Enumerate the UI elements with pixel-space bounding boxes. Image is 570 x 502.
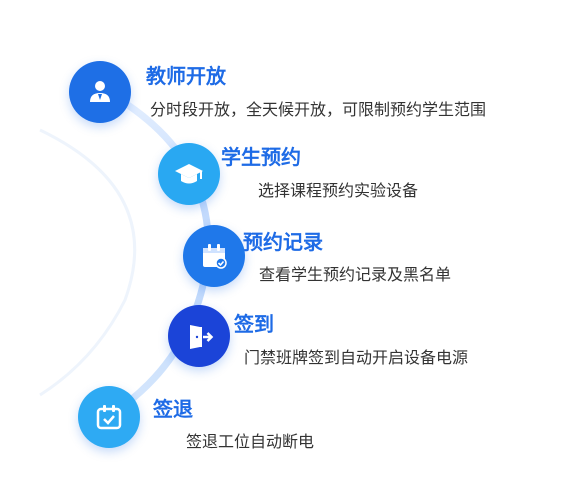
calendar-checked-icon xyxy=(96,405,122,430)
graduation-cap-icon xyxy=(175,164,203,184)
teacher-icon-badge xyxy=(69,61,131,123)
door-exit-icon xyxy=(190,325,214,349)
calendar-checked-icon-badge xyxy=(78,386,140,448)
door-exit-icon-badge xyxy=(168,305,230,367)
step-title: 签退 xyxy=(153,397,193,421)
step-description: 签退工位自动断电 xyxy=(186,432,315,451)
graduation-cap-icon-badge xyxy=(158,143,220,205)
calendar-check-icon xyxy=(203,244,227,269)
step-title: 预约记录 xyxy=(243,230,323,254)
calendar-check-icon-badge xyxy=(183,225,245,287)
step-description: 查看学生预约记录及黑名单 xyxy=(259,265,452,284)
step-title: 教师开放 xyxy=(146,64,226,88)
teacher-icon xyxy=(90,81,110,102)
step-description: 选择课程预约实验设备 xyxy=(258,181,419,200)
step-title: 学生预约 xyxy=(221,145,301,169)
step-title: 签到 xyxy=(234,312,274,336)
step-description: 门禁班牌签到自动开启设备电源 xyxy=(244,348,469,367)
decorative-arc xyxy=(39,128,137,397)
step-description: 分时段开放，全天候开放，可限制预约学生范围 xyxy=(150,100,487,119)
